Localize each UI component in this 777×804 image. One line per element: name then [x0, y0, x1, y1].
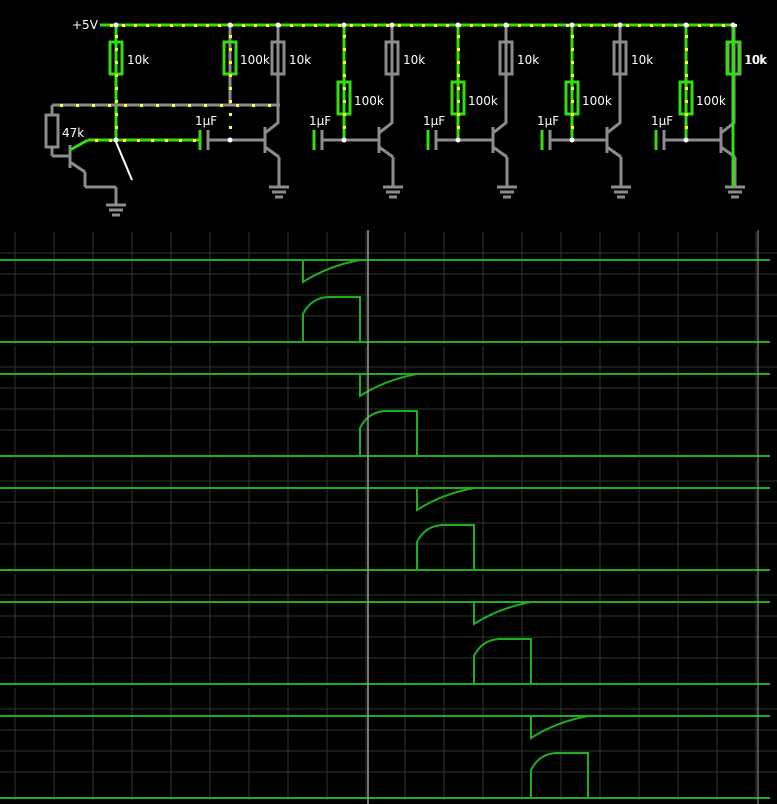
amplifier-stage[interactable]: 1µF 10k 100k — [651, 25, 777, 199]
node — [455, 22, 461, 28]
collector-resistor-label: 10k — [745, 53, 767, 67]
input-resistor-label: 10k — [127, 53, 149, 67]
amplifier-stage[interactable]: 1µF 10k 100k — [423, 25, 612, 199]
node — [503, 22, 509, 28]
collector-resistor-label: 10k — [517, 53, 539, 67]
resistor-47k[interactable] — [44, 113, 60, 149]
node — [683, 137, 689, 143]
trace-pulse — [473, 638, 532, 684]
node — [113, 22, 119, 28]
resistor-10k[interactable] — [612, 40, 628, 76]
resistor-10k[interactable] — [498, 40, 514, 76]
node — [730, 22, 736, 28]
capacitor-label: 1µF — [537, 114, 559, 128]
scope-view[interactable] — [0, 574, 777, 686]
capacitor-label: 1µF — [309, 114, 331, 128]
scope-background — [0, 230, 777, 804]
node — [617, 22, 623, 28]
circuit-canvas[interactable]: +5V 10k 47k 100k 1µF10k100k1µF10k100k1µF… — [0, 0, 777, 230]
trace-pulse — [530, 752, 589, 798]
scope-view[interactable] — [0, 688, 777, 800]
trace-dip — [473, 601, 532, 626]
base-resistor-label: 47k — [62, 126, 84, 140]
collector-resistor-label: 10k — [631, 53, 653, 67]
node — [275, 22, 281, 28]
input-section[interactable]: 10k 47k 100k — [44, 25, 280, 217]
bias-resistor-label: 100k — [468, 94, 498, 108]
scope-view[interactable] — [0, 232, 777, 344]
node — [341, 22, 347, 28]
node — [227, 22, 233, 28]
trace-dip — [302, 259, 361, 284]
switch-icon[interactable] — [115, 141, 133, 181]
bias-resistor-label: 100k — [354, 94, 384, 108]
capacitor-label: 1µF — [651, 114, 673, 128]
resistor-10k[interactable] — [270, 40, 286, 76]
trace-pulse — [416, 524, 475, 570]
amplifier-stage[interactable]: 1µF 10k 100k — [537, 25, 726, 199]
trace-pulse — [359, 410, 418, 456]
node — [341, 137, 347, 143]
collector-resistor-label: 10k — [403, 53, 425, 67]
node — [683, 22, 689, 28]
capacitor-label: 1µF — [195, 114, 217, 128]
trace-dip — [416, 487, 475, 512]
scope-view[interactable] — [0, 460, 777, 572]
collector-resistor-label: 10k — [289, 53, 311, 67]
node — [227, 137, 233, 143]
capacitor-label: 1µF — [423, 114, 445, 128]
resistor-10k[interactable] — [384, 40, 400, 76]
trace-pulse — [302, 296, 361, 342]
node — [569, 137, 575, 143]
scope-view[interactable] — [0, 346, 777, 458]
resistor-10k-output[interactable] — [725, 40, 741, 76]
node — [113, 137, 119, 143]
input-bias-label: 100k — [240, 53, 270, 67]
bias-resistor-label: 100k — [696, 94, 726, 108]
scope-panel[interactable] — [0, 230, 777, 804]
node — [569, 22, 575, 28]
node — [455, 137, 461, 143]
supply-label: +5V — [72, 18, 99, 32]
amplifier-stage[interactable]: 1µF 10k 100k — [309, 25, 498, 199]
trace-dip — [359, 373, 418, 398]
bias-resistor-label: 100k — [582, 94, 612, 108]
trace-dip — [530, 715, 589, 740]
amplifier-stage[interactable]: 1µF 10k 100k — [195, 25, 384, 199]
node — [389, 22, 395, 28]
output-resistor-label: 10k — [744, 53, 766, 67]
